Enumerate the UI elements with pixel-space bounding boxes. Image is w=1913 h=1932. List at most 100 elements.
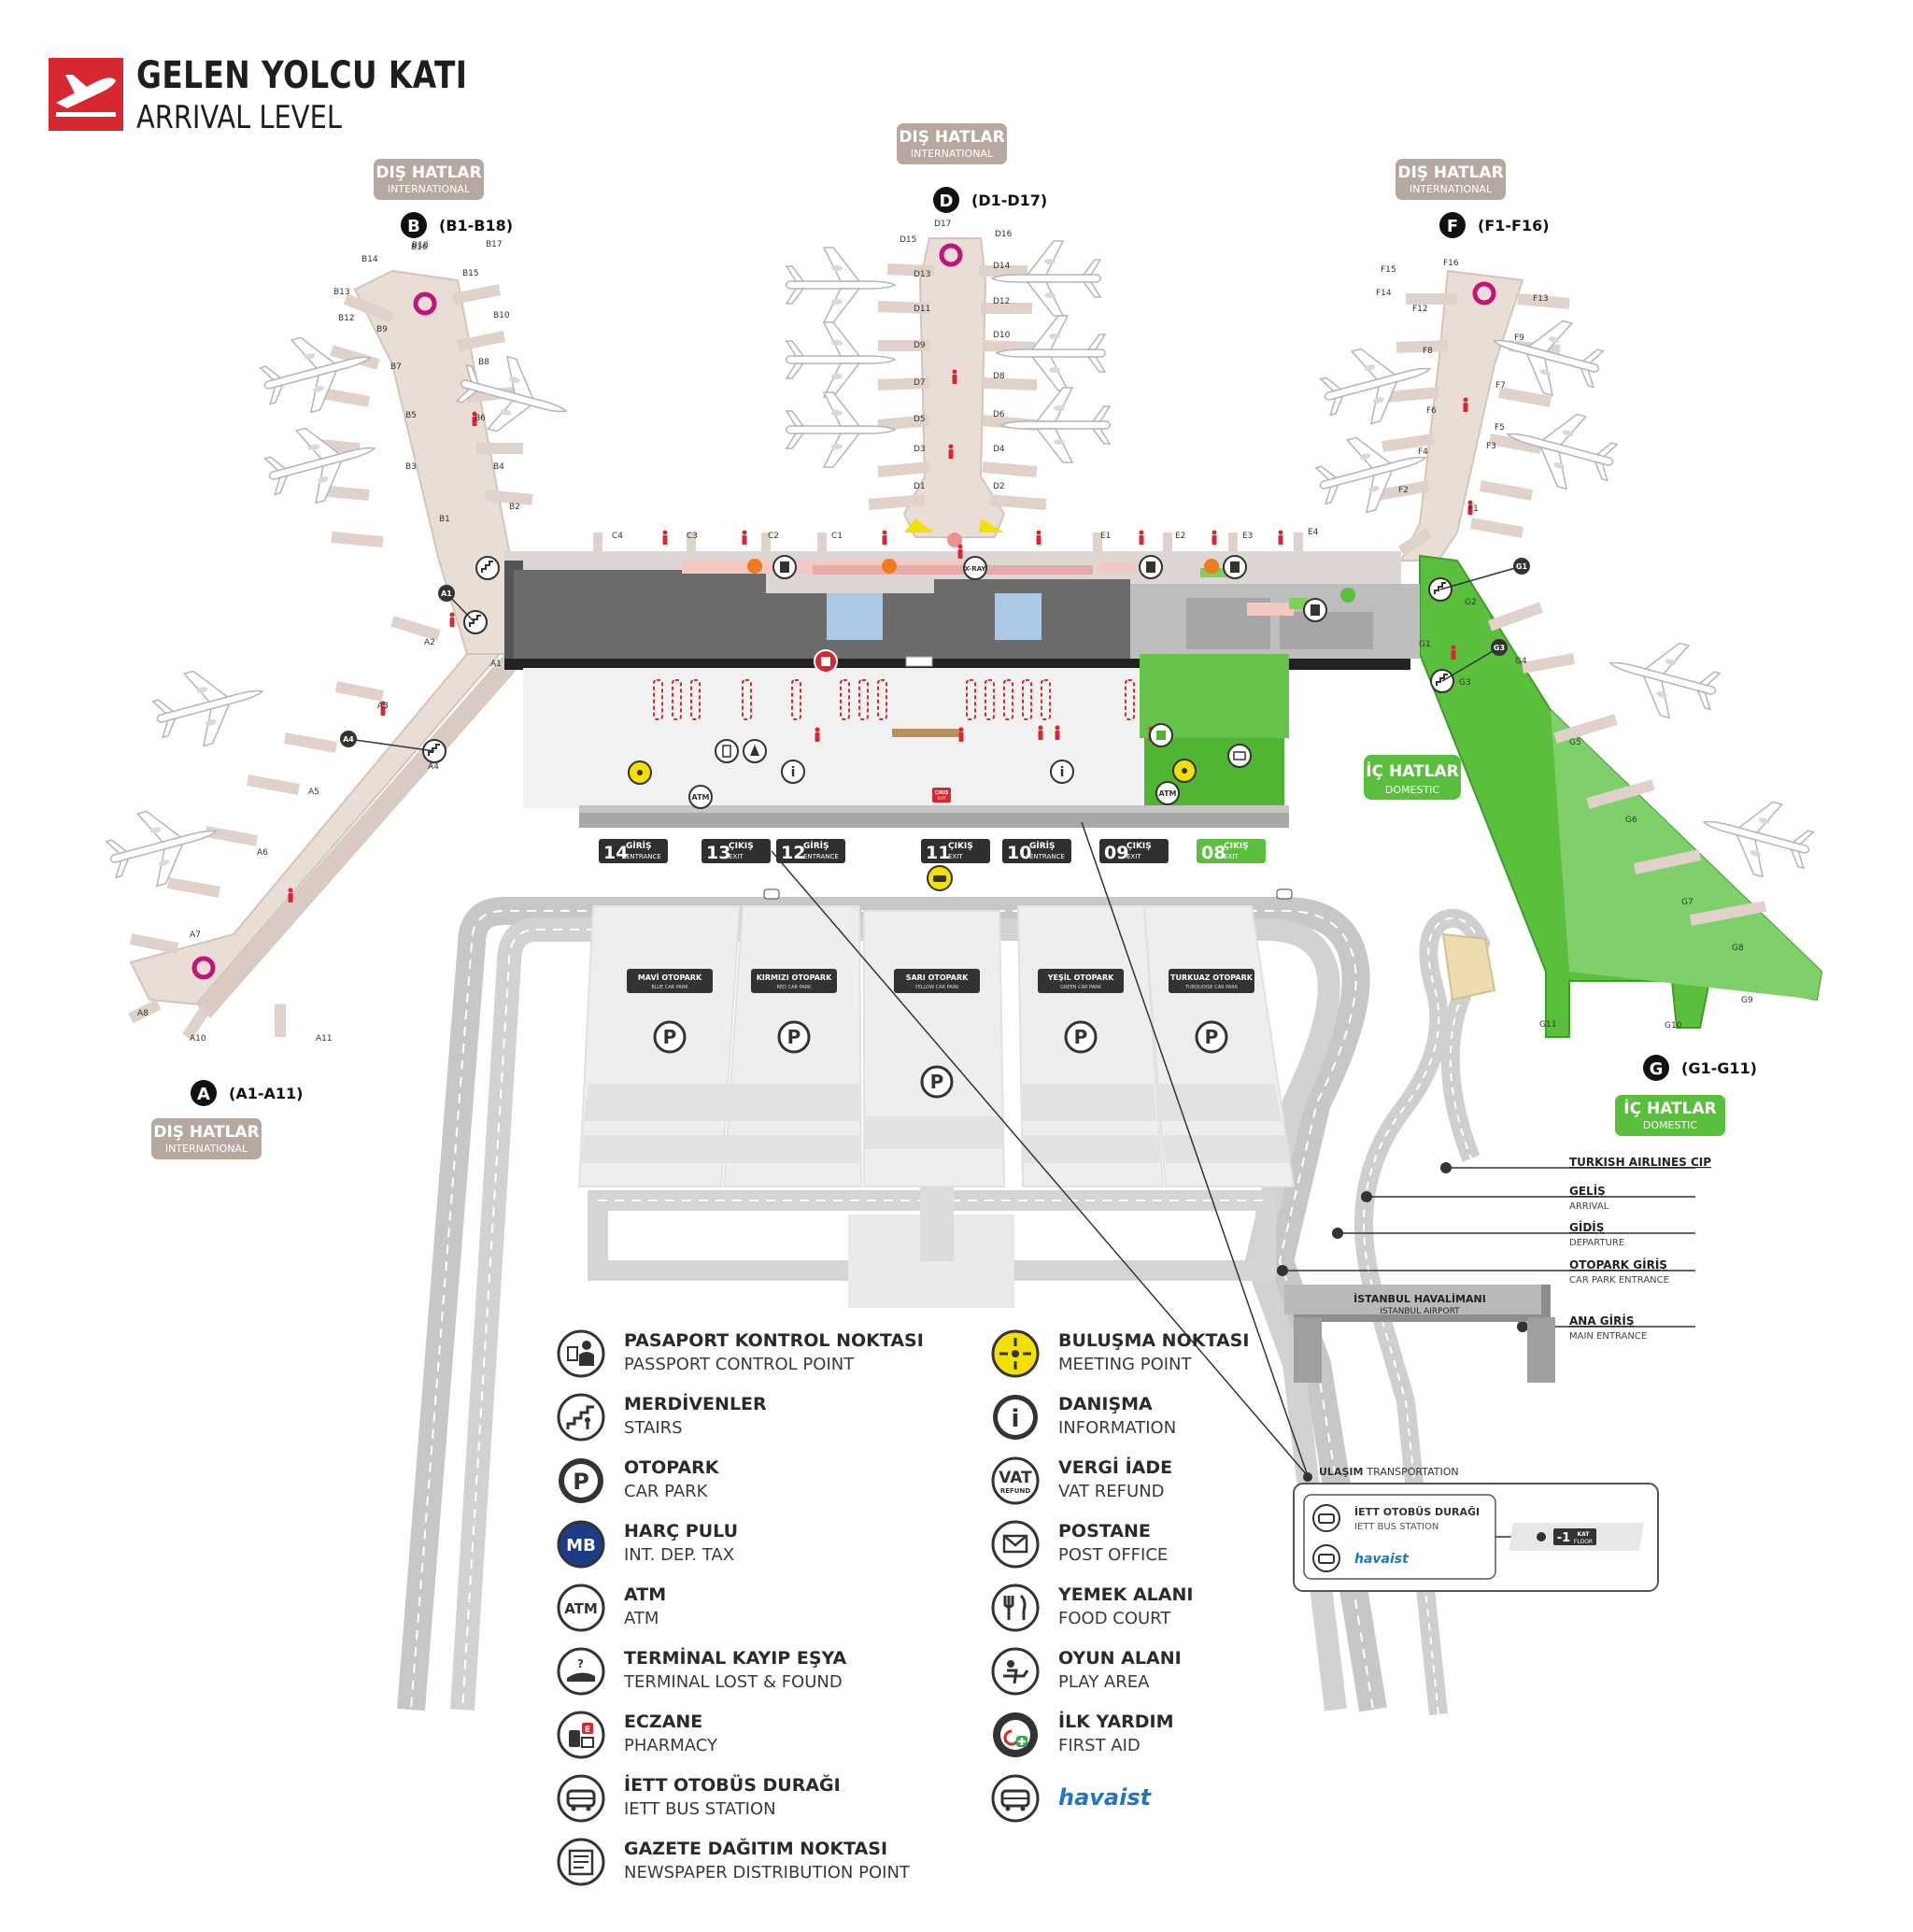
- gate-label: B10: [493, 311, 510, 320]
- gate-label: B17: [486, 240, 503, 249]
- legend-label-en: PASSPORT CONTROL POINT: [624, 1355, 855, 1374]
- gate-label: D3: [914, 445, 926, 454]
- gate-label: A11: [316, 1034, 333, 1044]
- gate-label: B5: [405, 411, 417, 420]
- road-labels: TURKISH AIRLINES CIPGELİŞARRIVALGİDİŞDEP…: [1277, 1156, 1711, 1342]
- play-area-icon: [990, 1646, 1041, 1697]
- pier-hub-rings: [191, 243, 1496, 980]
- legend-label-en: TERMINAL LOST & FOUND: [624, 1672, 843, 1692]
- svg-text:10: 10: [1007, 843, 1031, 863]
- legend-label-en: POST OFFICE: [1058, 1545, 1169, 1565]
- svg-text:İÇ HATLAR: İÇ HATLAR: [1366, 760, 1458, 781]
- havaist-bus-icon: [1312, 1544, 1340, 1572]
- legend-label-en: INT. DEP. TAX: [624, 1545, 735, 1565]
- gate-label: F12: [1412, 305, 1428, 314]
- gate-label: A5: [308, 788, 319, 797]
- gate-label: G1: [1419, 640, 1431, 649]
- svg-text:INTERNATIONAL: INTERNATIONAL: [388, 183, 471, 195]
- gate-label: D12: [993, 297, 1010, 306]
- car-park-red[interactable]: P: [722, 905, 863, 1187]
- gate-label: B18: [412, 241, 429, 250]
- svg-text:ÇIKIŞ: ÇIKIŞ: [935, 790, 949, 796]
- svg-text:TURKUAZ OTOPARK: TURKUAZ OTOPARK: [1170, 973, 1254, 982]
- gate-label: F9: [1514, 334, 1524, 343]
- map-icon-markers: X-RAY i i ATM ATM ÇIKIŞ EXIT: [422, 555, 1454, 900]
- svg-text:ÇIKIŞ: ÇIKIŞ: [1224, 842, 1249, 851]
- gate-label: D13: [914, 270, 930, 279]
- transfer-markers: [288, 369, 1473, 902]
- svg-text:i: i: [791, 765, 796, 780]
- legend-label-tr: VERGİ İADE: [1058, 1457, 1173, 1478]
- svg-text:P: P: [1205, 1026, 1219, 1048]
- gate-label: G7: [1681, 898, 1693, 907]
- page-subtitle: ARRIVAL LEVEL: [136, 99, 342, 136]
- page-title: GELEN YOLCU KATI: [136, 54, 468, 97]
- svg-text:OTOPARK GİRİŞ: OTOPARK GİRİŞ: [1569, 1257, 1667, 1271]
- legend-label-en: FIRST AID: [1058, 1736, 1141, 1755]
- car-park-turquoise[interactable]: P: [1142, 905, 1296, 1187]
- legend-label-en: IETT BUS STATION: [624, 1799, 776, 1819]
- svg-text:?: ?: [577, 1657, 584, 1670]
- car-park-green[interactable]: P: [1016, 905, 1165, 1187]
- svg-text:KIRMIZI OTOPARK: KIRMIZI OTOPARK: [757, 973, 832, 982]
- gate-label: F8: [1423, 347, 1433, 356]
- meeting-point-icon: [990, 1328, 1041, 1379]
- svg-text:ANA GİRİŞ: ANA GİRİŞ: [1569, 1314, 1634, 1328]
- gate-label: G10: [1665, 1021, 1682, 1030]
- gate-label: F1: [1468, 504, 1479, 514]
- gate-label: F7: [1495, 381, 1506, 391]
- svg-text:GİRİŞ: GİRİŞ: [1029, 841, 1056, 851]
- gate-label: D11: [914, 305, 930, 314]
- svg-text:INTERNATIONAL: INTERNATIONAL: [911, 148, 994, 160]
- transport-leader-lines: [771, 821, 1309, 1477]
- svg-text:P: P: [1074, 1026, 1088, 1048]
- svg-text:P: P: [573, 1469, 589, 1495]
- svg-text:EXIT: EXIT: [938, 796, 946, 801]
- gate-callouts: A1 A4 G1 G3: [340, 558, 1530, 752]
- svg-text:YELLOW CAR PARK: YELLOW CAR PARK: [914, 985, 960, 990]
- svg-text:GİRİŞ: GİRİŞ: [803, 841, 829, 851]
- svg-text:DIŞ HATLAR: DIŞ HATLAR: [899, 128, 1004, 147]
- gate-label: D7: [914, 378, 926, 388]
- svg-text:ATM: ATM: [564, 1600, 598, 1617]
- svg-text:B: B: [407, 217, 420, 236]
- svg-text:EXIT: EXIT: [729, 853, 744, 860]
- legend-label-en: VAT REFUND: [1058, 1482, 1165, 1501]
- svg-text:DOMESTIC: DOMESTIC: [1643, 1119, 1698, 1131]
- svg-text:09: 09: [1104, 843, 1128, 863]
- gate-label: D5: [914, 415, 926, 424]
- svg-text:P: P: [663, 1026, 677, 1048]
- svg-text:BLUE CAR PARK: BLUE CAR PARK: [651, 985, 688, 990]
- gate-label: F5: [1495, 423, 1505, 433]
- road-label: TURKISH AIRLINES CIP: [1440, 1156, 1711, 1173]
- svg-text:INTERNATIONAL: INTERNATIONAL: [1410, 183, 1493, 195]
- gate-label: G4: [1515, 657, 1527, 666]
- svg-text:CAR PARK ENTRANCE: CAR PARK ENTRANCE: [1569, 1275, 1669, 1286]
- gate-label: A6: [257, 848, 268, 858]
- svg-text:İETT OTOBÜS DURAĞI: İETT OTOBÜS DURAĞI: [1354, 1505, 1480, 1518]
- legend-label-tr: HARÇ PULU: [624, 1521, 739, 1541]
- car-park-yellow[interactable]: P: [863, 910, 1006, 1187]
- svg-text:TURKISH AIRLINES CIP: TURKISH AIRLINES CIP: [1569, 1156, 1711, 1169]
- gate-label: G3: [1459, 678, 1471, 688]
- legend-label-tr: OTOPARK: [624, 1457, 719, 1478]
- svg-text:D: D: [940, 192, 954, 211]
- gate-label: D1: [914, 482, 926, 491]
- newspaper-icon: [556, 1837, 606, 1887]
- car-park-blue[interactable]: P: [577, 905, 742, 1187]
- gate-label: C3: [687, 532, 698, 541]
- gate-label: D16: [995, 230, 1013, 239]
- gate-label: D17: [934, 220, 951, 229]
- svg-text:i: i: [1060, 765, 1065, 780]
